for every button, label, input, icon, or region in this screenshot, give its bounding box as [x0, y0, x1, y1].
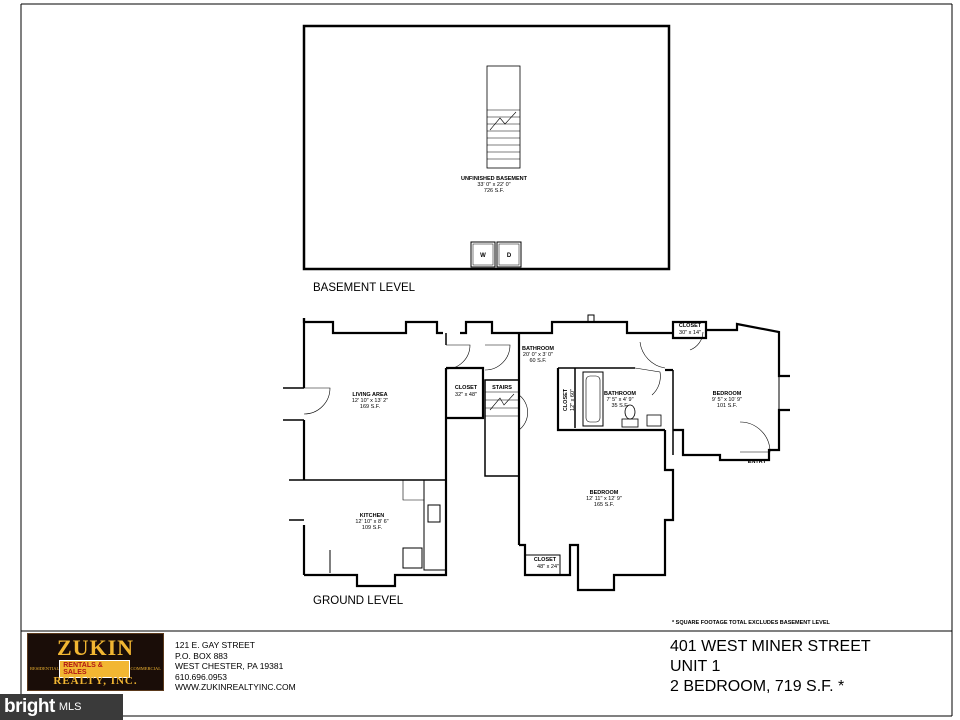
living-area-dims: 12' 10" x 13' 2" — [352, 398, 388, 404]
bath1-sf: 60 S.F. — [529, 358, 547, 364]
closet1-dims: 32" x 48" — [455, 392, 477, 398]
bed1-sf: 101 S.F. — [717, 403, 738, 409]
company-phone: 610.696.0953 — [175, 671, 227, 682]
basement-room-dims: 33' 0" x 22' 0" — [477, 182, 510, 188]
company-city: WEST CHESTER, PA 19381 — [175, 661, 284, 671]
company-web: WWW.ZUKINREALTYINC.COM — [175, 682, 296, 692]
logo-left: RESIDENTIAL — [30, 666, 60, 671]
bed2-sf: 165 S.F. — [594, 502, 615, 508]
kitchen-name: KITCHEN — [360, 513, 384, 519]
property-address: 401 WEST MINER STREET — [670, 638, 871, 655]
company-street: 121 E. GAY STREET — [175, 640, 255, 650]
washer-label: W — [480, 253, 486, 259]
closet3-dims: 30" x 14" — [679, 330, 701, 336]
logo-bottom: REALTY, INC. — [53, 675, 138, 687]
bright-mls-watermark: bright MLS — [0, 694, 123, 720]
ground-plan — [283, 314, 790, 592]
living-area-name: LIVING AREA — [352, 392, 387, 398]
bright-mls: MLS — [58, 701, 82, 713]
bath1-dims: 20' 0" x 3' 0" — [523, 352, 553, 358]
bed1-name: BEDROOM — [713, 391, 742, 397]
bed2-name: BEDROOM — [590, 490, 619, 496]
sf-note: * SQUARE FOOTAGE TOTAL EXCLUDES BASEMENT… — [672, 620, 831, 626]
basement-level-title: BASEMENT LEVEL — [313, 282, 416, 294]
property-info: 401 WEST MINER STREET UNIT 1 2 BEDROOM, … — [670, 637, 871, 697]
logo-middle: RENTALS & SALES — [59, 659, 131, 678]
closet3-name: CLOSET — [679, 323, 702, 329]
bed1-dims: 9' 5" x 10' 9" — [712, 397, 742, 403]
property-summary: 2 BEDROOM, 719 S.F. * — [670, 678, 845, 695]
closet1-name: CLOSET — [455, 385, 478, 391]
basement-plan — [302, 24, 671, 271]
logo-band: RESIDENTIAL RENTALS & SALES COMMERCIAL — [30, 659, 161, 678]
bath2-name: BATHROOM — [604, 391, 636, 397]
kitchen-sf: 109 S.F. — [362, 525, 383, 531]
company-pobox: P.O. BOX 883 — [175, 650, 228, 661]
bath2-dims: 7' 5" x 4' 9" — [606, 397, 633, 403]
closet2-dims: 12" x 60" — [570, 389, 576, 411]
bright-brand: bright — [4, 696, 55, 717]
logo-name: ZUKIN — [56, 635, 135, 660]
bed2-dims: 12' 11" x 12' 9" — [586, 496, 622, 502]
basement-room-sf: 726 S.F. — [484, 188, 505, 194]
entry-label: ENTRY — [748, 459, 767, 465]
closet4-name: CLOSET — [534, 557, 557, 563]
living-area-sf: 169 S.F. — [360, 404, 381, 410]
dryer-label: D — [507, 253, 512, 259]
zukin-logo: ZUKIN RESIDENTIAL RENTALS & SALES COMMER… — [27, 633, 164, 691]
closet2-name: CLOSET — [563, 388, 569, 411]
basement-room-name: UNFINISHED BASEMENT — [461, 176, 528, 182]
logo-right: COMMERCIAL — [130, 666, 161, 671]
property-unit: UNIT 1 — [670, 658, 721, 675]
ground-level-title: GROUND LEVEL — [313, 595, 404, 607]
kitchen-dims: 12' 10" x 8' 6" — [355, 519, 388, 525]
bath1-name: BATHROOM — [522, 346, 554, 352]
company-address: 121 E. GAY STREET P.O. BOX 883 WEST CHES… — [175, 640, 296, 693]
stairs-label: STAIRS — [492, 385, 512, 391]
closet4-dims: 48" x 24" — [537, 564, 559, 570]
bath2-sf: 35 S.F. — [611, 403, 629, 409]
